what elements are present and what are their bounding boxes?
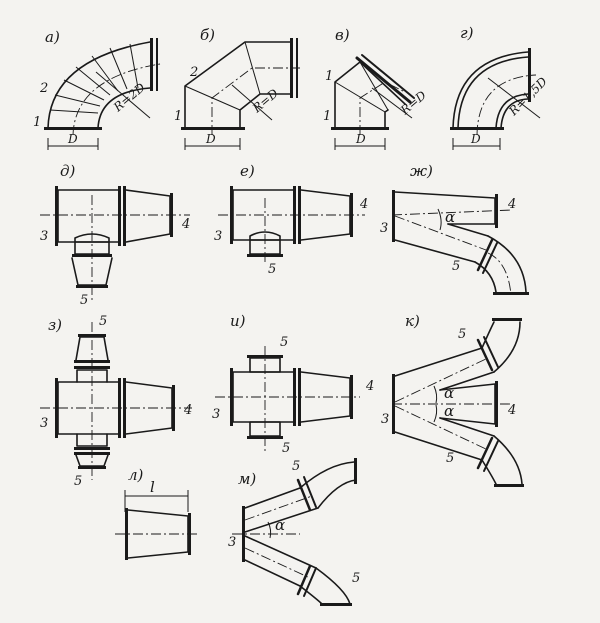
panel-k-angle-upper: α	[444, 384, 454, 402]
panel-k-label-4: 4	[507, 403, 516, 418]
panel-g-outer-wall	[452, 51, 529, 129]
panel-z-bottom-branch	[76, 433, 108, 447]
panel-m-label-5-bottom: 5	[352, 571, 360, 586]
panel-k-upper-branch	[394, 347, 483, 377]
panel-z-cross: з) 5 3 4 5	[40, 314, 192, 489]
panel-k-label-3: 3	[381, 412, 389, 427]
panel-zh-label-5: 5	[452, 259, 460, 274]
panel-l-letter: л)	[128, 466, 144, 484]
panel-l-conical-transition: л) l	[115, 466, 200, 560]
panel-i-label-5-top: 5	[280, 335, 288, 350]
panel-a-segmented-elbow: а) R=2D D 2 1	[33, 28, 161, 150]
panel-b-label-2: 2	[189, 65, 198, 80]
panel-l-length: l	[150, 478, 155, 496]
panel-e-letter: е)	[240, 162, 255, 180]
panel-m-inlet-flange	[242, 506, 245, 562]
panel-a-letter: а)	[45, 28, 60, 46]
panel-z-label-3: 3	[40, 416, 48, 431]
panel-d-label-4: 4	[181, 217, 190, 232]
panel-v-label-1: 1	[323, 109, 331, 124]
panel-g-smooth-elbow: г) R=1,5D D	[450, 24, 550, 150]
panel-b-letter: б)	[200, 26, 215, 44]
panel-d-letter: д)	[60, 162, 76, 180]
panel-k-label-5-bottom: 5	[446, 451, 454, 466]
panel-v-outer-wall	[334, 61, 406, 129]
panel-v-letter: в)	[335, 26, 350, 44]
panel-v-radius: R=D	[397, 88, 429, 118]
panel-z-top-branch	[76, 369, 108, 383]
panel-b-radius: R=D	[249, 86, 281, 116]
panel-z-label-5-bottom: 5	[74, 474, 82, 489]
panel-i-label-5-bottom: 5	[282, 441, 290, 456]
panel-m-label-5-top: 5	[292, 459, 300, 474]
panel-zh-angled-branch	[394, 239, 476, 263]
panel-z-label-5-top: 5	[99, 314, 107, 329]
panel-b-inner-wall	[239, 93, 291, 129]
panel-v-label-2: 1	[325, 69, 333, 84]
panel-m-label-3: 3	[228, 535, 236, 550]
panel-i-label-4: 4	[365, 379, 374, 394]
panel-v-inner-wall	[384, 109, 389, 129]
panel-b-label-1: 1	[174, 109, 182, 124]
panel-g-inner-wall	[495, 93, 529, 129]
panel-a-label-2: 2	[39, 81, 48, 96]
panel-v-top-flange	[355, 56, 412, 104]
panel-d-reducer	[125, 189, 171, 243]
panel-i-label-3: 3	[212, 407, 220, 422]
panel-g-right-flange	[528, 48, 531, 102]
panel-d-label-5: 5	[80, 293, 88, 308]
panel-i-letter: и)	[230, 312, 246, 330]
panel-zh-label-3: 3	[380, 221, 388, 236]
panel-m-upper-branch	[244, 487, 301, 509]
panel-a-outer-wall	[47, 41, 151, 129]
panel-i-cross: и) 5 3 4 5	[212, 312, 374, 456]
panel-m-lower-branch	[244, 559, 301, 587]
panel-g-diameter: D	[470, 132, 481, 146]
panel-e-tee: е) 3 4 5	[214, 162, 368, 277]
panel-k-letter: к)	[405, 312, 420, 330]
panel-a-label-1: 1	[33, 115, 41, 130]
panel-a-diameter: D	[67, 132, 78, 146]
panel-g-letter: г)	[460, 24, 474, 42]
panel-m-angled-branch: м) α 5 3 5	[228, 458, 360, 606]
panel-zh-letter: ж)	[410, 162, 433, 180]
panel-v-diameter: D	[355, 132, 366, 146]
panel-e-label-3: 3	[214, 229, 222, 244]
panel-k-lower-branch	[394, 431, 483, 461]
panel-d-tee: д) 3 4 5	[40, 162, 190, 308]
panel-b-bottom-flange	[181, 127, 245, 130]
panel-k-label-5-top: 5	[458, 327, 466, 342]
panel-m-angle: α	[275, 516, 285, 534]
panel-a-inner-wall	[97, 87, 151, 129]
panel-k-inlet-flange	[392, 374, 395, 434]
panel-a-bottom-flange	[44, 127, 102, 130]
panel-b-outer-wall	[184, 41, 291, 129]
panel-e-label-5: 5	[268, 262, 276, 277]
panel-b-three-segment-elbow: б) R=D D 2 1	[174, 26, 300, 150]
panel-zh-y-branch: ж) α 3 4 5	[380, 162, 529, 296]
panel-b-diameter: D	[205, 132, 216, 146]
panel-zh-label-4: 4	[507, 197, 516, 212]
panel-v-two-segment-elbow: в) R=D D 1 1	[323, 26, 429, 150]
panel-d-label-3: 3	[40, 229, 48, 244]
panel-zh-angle: α	[445, 208, 455, 226]
panel-z-label-4: 4	[183, 403, 192, 418]
panel-e-label-4: 4	[359, 197, 368, 212]
panel-k-double-y-branch: к) α α 5 3 4 5	[381, 312, 524, 487]
panel-a-right-flange	[150, 38, 153, 91]
panel-k-angle-lower: α	[444, 402, 454, 420]
panel-z-letter: з)	[48, 316, 62, 334]
panel-m-letter: м)	[238, 470, 256, 488]
panel-zh-inlet-flange	[392, 190, 395, 242]
